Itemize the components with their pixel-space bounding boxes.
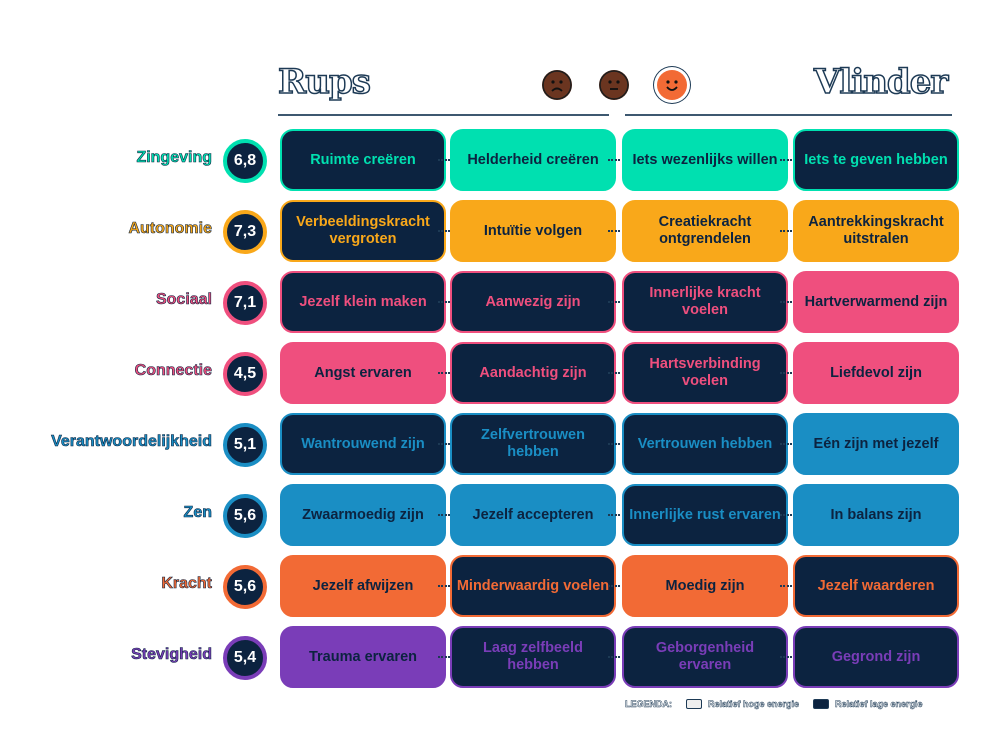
connector-dots xyxy=(780,656,792,658)
state-cell: Moedig zijn xyxy=(622,555,788,617)
connector-dots xyxy=(608,656,620,658)
connector-dots xyxy=(780,159,792,161)
connector-dots xyxy=(780,301,792,303)
connector-dots xyxy=(438,585,450,587)
connector-dots xyxy=(608,514,620,516)
connector-dots xyxy=(608,372,620,374)
happy-face-icon xyxy=(657,70,687,100)
score-badge: 7,3 xyxy=(223,210,267,254)
score-badge: 5,4 xyxy=(223,636,267,680)
legend-swatch-high xyxy=(686,699,702,709)
state-cell: Jezelf waarderen xyxy=(793,555,959,617)
row-label: Sociaal xyxy=(155,291,213,309)
connector-dots xyxy=(608,301,620,303)
connector-dots xyxy=(780,230,792,232)
state-cell: Vertrouwen hebben xyxy=(622,413,788,475)
row-label: Stevigheid xyxy=(131,646,213,664)
state-cell: Helderheid creëren xyxy=(450,129,616,191)
state-cell: In balans zijn xyxy=(793,484,959,546)
state-cell: Hartverwarmend zijn xyxy=(793,271,959,333)
row-label: Kracht xyxy=(161,575,212,593)
state-cell: Jezelf afwijzen xyxy=(280,555,446,617)
score-badge: 5,6 xyxy=(223,565,267,609)
neutral-face-icon xyxy=(599,70,629,100)
state-cell: Gegrond zijn xyxy=(793,626,959,688)
state-cell: Wantrouwend zijn xyxy=(280,413,446,475)
state-cell: Angst ervaren xyxy=(280,342,446,404)
connector-dots xyxy=(780,585,792,587)
row-label: Connectie xyxy=(134,362,212,380)
connector-dots xyxy=(780,372,792,374)
row-autonomie: Autonomie 7,3 Verbeeldingskracht vergroten… xyxy=(0,200,1000,262)
sad-face-icon xyxy=(542,70,572,100)
state-cell: Creatiekracht ontgrendelen xyxy=(622,200,788,262)
legend: LEGENDA: Relatief hoge energie Relatief … xyxy=(625,699,923,710)
state-cell: Trauma ervaren xyxy=(280,626,446,688)
connector-dots xyxy=(438,301,450,303)
state-cell: Laag zelfbeeld hebben xyxy=(450,626,616,688)
state-cell: Jezelf accepteren xyxy=(450,484,616,546)
state-cell: Zelfvertrouwen hebben xyxy=(450,413,616,475)
score-badge: 7,1 xyxy=(223,281,267,325)
state-cell: Jezelf klein maken xyxy=(280,271,446,333)
legend-low-label: Relatief lage energie xyxy=(835,699,923,710)
state-cell: Eén zijn met jezelf xyxy=(793,413,959,475)
state-cell: Zwaarmoedig zijn xyxy=(280,484,446,546)
state-cell: Innerlijke rust ervaren xyxy=(622,484,788,546)
connector-dots xyxy=(608,230,620,232)
state-cell: Liefdevol zijn xyxy=(793,342,959,404)
state-cell: Aandachtig zijn xyxy=(450,342,616,404)
connector-dots xyxy=(438,514,450,516)
state-cell: Geborgenheid ervaren xyxy=(622,626,788,688)
score-badge: 6,8 xyxy=(223,139,267,183)
connector-dots xyxy=(438,230,450,232)
state-cell: Aanwezig zijn xyxy=(450,271,616,333)
connector-dots xyxy=(438,656,450,658)
legend-title: LEGENDA: xyxy=(625,699,673,710)
row-label: Zingeving xyxy=(136,149,212,167)
connector-dots xyxy=(608,585,620,587)
row-label: Verantwoordelijkheid xyxy=(51,433,213,451)
row-label: Autonomie xyxy=(128,220,212,238)
legend-swatch-low xyxy=(813,699,830,709)
state-cell: Ruimte creëren xyxy=(280,129,446,191)
score-badge: 4,5 xyxy=(223,352,267,396)
state-cell: Verbeeldingskracht vergroten xyxy=(280,200,446,262)
state-cell: Hartsverbinding voelen xyxy=(622,342,788,404)
title-rups: Rups xyxy=(277,61,371,103)
title-vlinder: Vlinder xyxy=(813,61,949,103)
legend-high-label: Relatief hoge energie xyxy=(708,699,800,710)
connector-dots xyxy=(780,514,792,516)
divider-left xyxy=(278,114,609,116)
connector-dots xyxy=(780,443,792,445)
connector-dots xyxy=(608,159,620,161)
connector-dots xyxy=(438,372,450,374)
state-cell: Intuïtie volgen xyxy=(450,200,616,262)
state-cell: Iets wezenlijks willen xyxy=(622,129,788,191)
score-badge: 5,6 xyxy=(223,494,267,538)
state-cell: Minderwaardig voelen xyxy=(450,555,616,617)
connector-dots xyxy=(438,159,450,161)
score-badge: 5,1 xyxy=(223,423,267,467)
connector-dots xyxy=(608,443,620,445)
state-cell: Innerlijke kracht voelen xyxy=(622,271,788,333)
connector-dots xyxy=(438,443,450,445)
row-label: Zen xyxy=(183,504,212,522)
state-cell: Iets te geven hebben xyxy=(793,129,959,191)
state-cell: Aantrekkingskracht uitstralen xyxy=(793,200,959,262)
divider-right xyxy=(625,114,952,116)
